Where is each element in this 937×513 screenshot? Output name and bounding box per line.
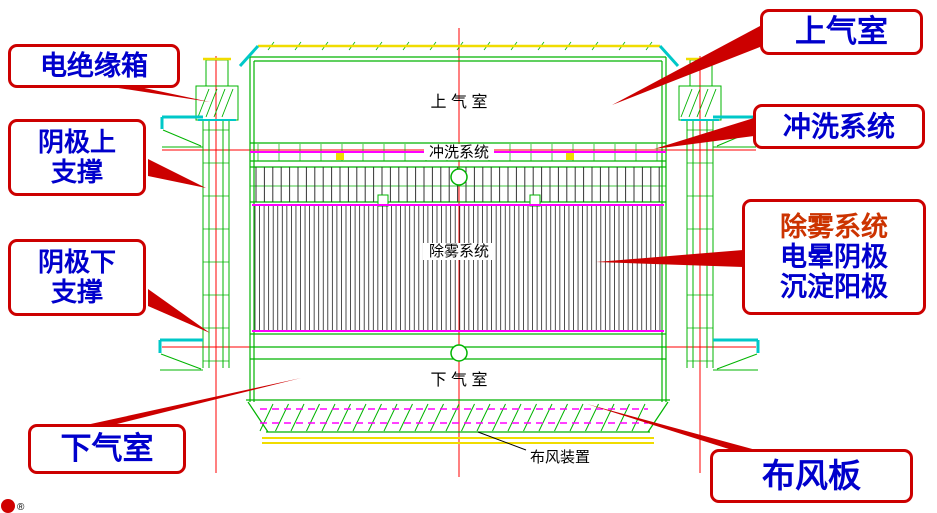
- tube-bundle: [252, 167, 664, 332]
- callout-label-highlight: 除雾系统: [780, 211, 888, 242]
- air-distribution-plate-drawing: [247, 401, 669, 444]
- insulator-neck: [205, 59, 229, 87]
- leader-lower-gas-chamber: [86, 378, 301, 425]
- nozzle-mark: [566, 153, 574, 160]
- callout-label: 支撑: [50, 276, 103, 307]
- callout-label: 布风板: [762, 456, 861, 494]
- callout-insulation-box: 电绝缘箱: [8, 44, 180, 88]
- distributor-leader: [477, 431, 527, 451]
- lower-chamber-text: 下 气 室: [431, 371, 488, 389]
- callout-label: 阴极下: [37, 247, 116, 278]
- precipitator-tubes: [254, 205, 661, 331]
- demist-system-text: 除雾系统: [429, 243, 489, 260]
- leader-cathode-lower-support: [148, 289, 210, 333]
- plate-hatch: [259, 403, 646, 432]
- leader-demist-group: [596, 250, 743, 267]
- support-columns: [195, 57, 722, 368]
- callout-label: 电绝缘箱: [40, 50, 148, 81]
- callout-leaders: [86, 26, 760, 450]
- center-ports: [450, 168, 468, 362]
- callout-label: 冲洗系统: [782, 110, 895, 142]
- leader-air-distribution-plate: [587, 404, 756, 450]
- leader-upper-gas-chamber: [612, 26, 760, 105]
- nozzle-mark: [336, 153, 344, 160]
- registered-trademark: ®: [17, 502, 25, 513]
- insulator-hatch: [197, 88, 717, 118]
- callout-label: 支撑: [50, 156, 103, 187]
- callout-flushing-system: 冲洗系统: [753, 104, 925, 149]
- drawing-annotations: 上 气 室 冲洗系统 除雾系统 下 气 室 布风装置: [423, 93, 590, 466]
- callout-demist-group: 除雾系统 电晕阴极 沉淀阳极: [742, 199, 926, 315]
- callout-label: 电晕阴极: [780, 241, 888, 272]
- logo-dot: [1, 499, 15, 513]
- callout-label: 阴极上: [37, 127, 116, 158]
- leader-cathode-upper-support: [148, 159, 206, 188]
- callout-upper-gas-chamber: 上气室: [760, 9, 923, 55]
- callout-label: 上气室: [795, 13, 888, 49]
- callout-cathode-lower-support: 阴极下 支撑: [8, 239, 146, 316]
- air-distributor-text: 布风装置: [530, 449, 590, 466]
- logo-mark: ®: [1, 499, 25, 513]
- leader-flushing-system: [654, 118, 754, 149]
- upper-chamber-text: 上 气 室: [431, 93, 488, 111]
- callout-cathode-upper-support: 阴极上 支撑: [8, 119, 146, 196]
- flushing-system-text: 冲洗系统: [429, 144, 489, 161]
- callout-air-distribution-plate: 布风板: [710, 449, 913, 503]
- roof: [238, 41, 680, 68]
- leader-insulation-box: [112, 86, 210, 102]
- callout-label: 下气室: [60, 430, 154, 466]
- callout-lower-gas-chamber: 下气室: [28, 424, 186, 474]
- callout-label: 沉淀阳极: [780, 272, 888, 303]
